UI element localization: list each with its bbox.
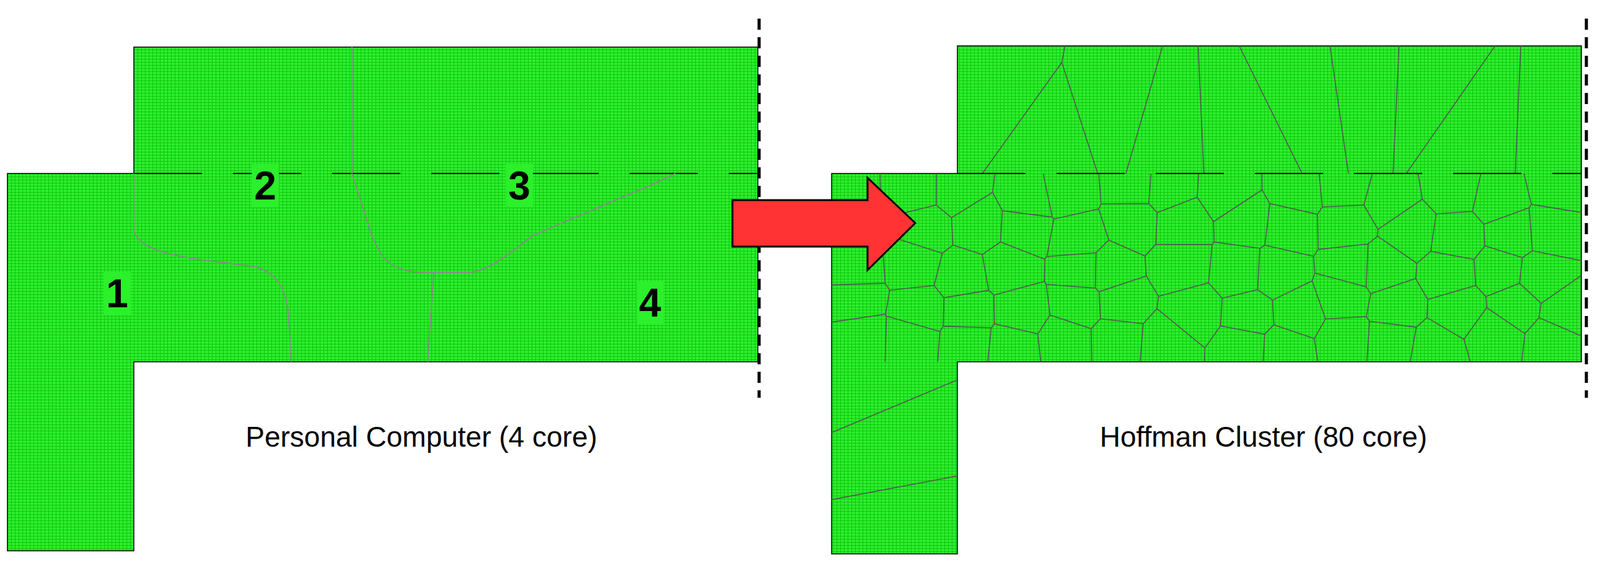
mesh-domain	[7, 47, 758, 551]
figure-caption: Personal Computer (4 core)	[242, 421, 600, 453]
partition-line	[351, 47, 353, 174]
interface-line	[957, 172, 1582, 175]
interface-line	[133, 172, 758, 175]
figure-caption: Hoffman Cluster (80 core)	[1097, 421, 1430, 453]
partition-cell-lines	[831, 379, 958, 500]
mesh-domain	[831, 45, 1582, 554]
callout-number: 2	[251, 164, 279, 208]
callout-number: 1	[103, 272, 131, 316]
callout-number: 4	[636, 281, 664, 325]
partition-cell-lines	[831, 173, 1582, 362]
partition-line	[427, 272, 434, 362]
symmetry-line	[1585, 18, 1589, 398]
callout-number: 3	[505, 164, 533, 208]
block-arrow	[732, 177, 916, 271]
partition-cell-lines	[982, 45, 1521, 174]
partition-lines	[133, 47, 676, 362]
partition-cells	[831, 45, 1582, 500]
